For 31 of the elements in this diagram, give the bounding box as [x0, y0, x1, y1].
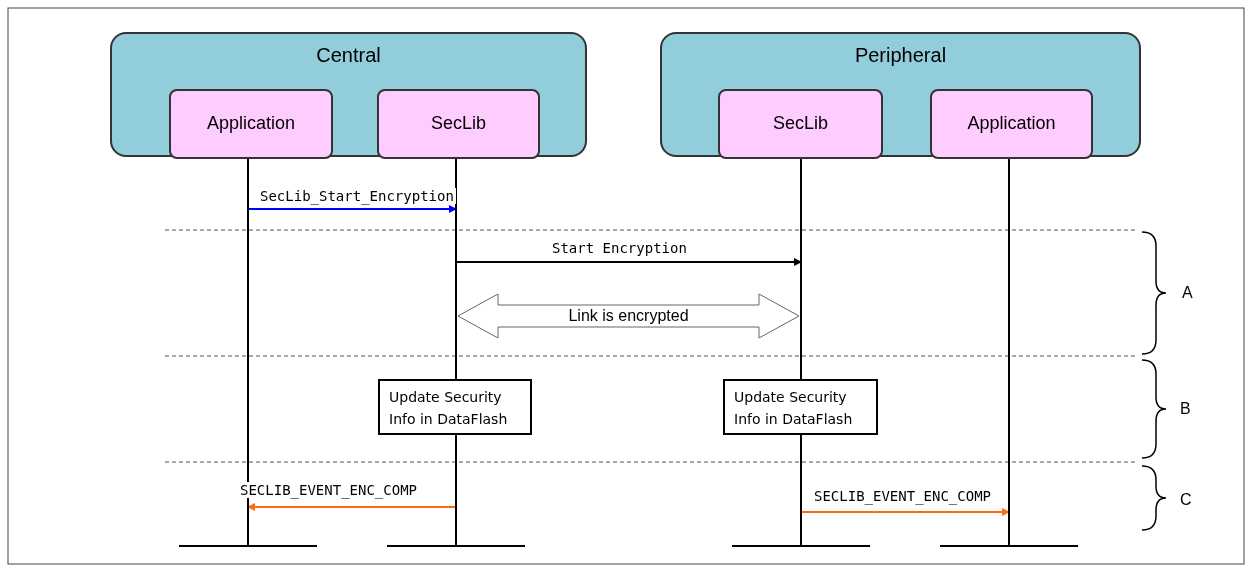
- edge-label: Link is encrypted: [567, 306, 690, 326]
- lifeline-group-box: [110, 32, 587, 157]
- lifeline: [1008, 157, 1010, 546]
- node-label: SecLib: [771, 113, 829, 134]
- message-label: SECLIB_EVENT_ENC_COMP: [238, 482, 419, 498]
- node-label: Application: [205, 113, 297, 134]
- participant-box: [169, 89, 333, 159]
- lifeline: [247, 157, 249, 546]
- message-arrow: [455, 258, 802, 266]
- message-label: SECLIB_EVENT_ENC_COMP: [812, 488, 993, 504]
- message-arrow: [800, 508, 1010, 516]
- phase-letter: C: [1180, 491, 1192, 509]
- message-arrow: [247, 205, 457, 213]
- phase-letter: A: [1182, 284, 1193, 302]
- note-text: Update Security Info in DataFlash: [734, 388, 854, 429]
- note-text: Update Security Info in DataFlash: [389, 388, 509, 429]
- group-title: Peripheral: [853, 44, 948, 67]
- node-label: Application: [966, 113, 1057, 134]
- message-label: Start Encryption: [550, 240, 689, 256]
- process-box: [723, 379, 878, 435]
- double-arrow: [457, 293, 800, 339]
- message-arrow: [247, 503, 457, 511]
- process-box: [378, 379, 532, 435]
- message-label: SecLib_Start_Encryption: [258, 188, 456, 204]
- lifeline-group-box: [660, 32, 1141, 157]
- participant-box: [377, 89, 540, 159]
- phase-letter: B: [1180, 400, 1191, 418]
- node-label: SecLib: [429, 113, 487, 134]
- group-title: Central: [315, 44, 382, 67]
- participant-box: [930, 89, 1093, 159]
- participant-box: [718, 89, 883, 159]
